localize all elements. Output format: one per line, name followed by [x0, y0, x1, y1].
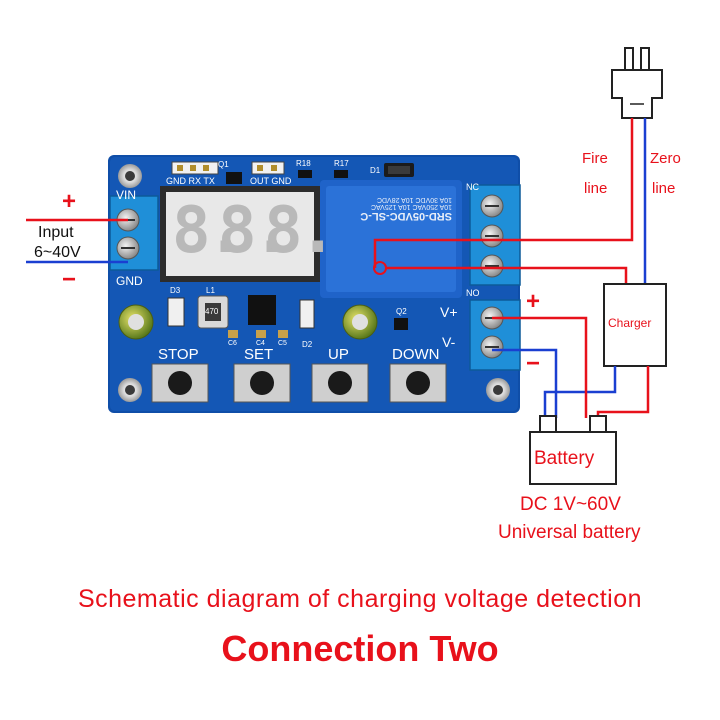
display-digit: 8. — [264, 194, 337, 268]
battery-icon — [529, 415, 617, 485]
output-plus-sign: + — [526, 288, 541, 315]
stop-switch — [151, 363, 209, 403]
input-plus-sign: + — [62, 188, 77, 215]
d2-label: D2 — [302, 340, 313, 349]
relay-model: SRD-05VDC-SL-C — [360, 210, 452, 222]
up-switch — [311, 363, 369, 403]
q1-label: Q1 — [218, 160, 229, 169]
output-minus-sign: − — [526, 350, 541, 377]
charger-negative-wire — [543, 366, 617, 418]
mains-plug-icon — [611, 47, 663, 119]
vplus-label: V+ — [440, 304, 458, 320]
set-switch — [233, 363, 291, 403]
relay-rating-2: 10A 30VDC 10A 28VDC — [376, 196, 452, 203]
zero-line-label-1: Zero — [650, 150, 681, 167]
battery-label: Battery — [534, 448, 595, 469]
set-button-label: SET — [244, 346, 274, 363]
display-digit: 8. — [218, 194, 291, 268]
input-minus-sign: − — [62, 266, 77, 293]
no-label: NO — [466, 288, 480, 298]
l1-label: L1 — [206, 286, 215, 295]
battery-spec-2: Universal battery — [498, 522, 641, 543]
caption-title: Schematic diagram of charging voltage de… — [77, 585, 643, 613]
terminal-block-relay — [469, 184, 521, 286]
relay-markings: SRD-05VDC-SL-C 10A 250VAC 10A 125VAC 10A… — [334, 196, 452, 222]
down-button-label: DOWN — [392, 346, 440, 363]
d1-label: D1 — [370, 166, 381, 175]
header-right-label: OUT GND — [250, 176, 292, 186]
terminal-block-output — [469, 299, 521, 371]
display-digit: 8. — [172, 194, 245, 268]
fire-line-label-2: line — [584, 180, 608, 197]
up-button-label: UP — [328, 346, 349, 363]
gnd-label: GND — [116, 274, 143, 288]
battery-spec-1: DC 1V~60V — [520, 494, 621, 515]
terminal-block-input — [109, 195, 159, 271]
input-range: 6~40V — [34, 244, 81, 261]
stop-button-label: STOP — [158, 346, 199, 363]
down-switch — [389, 363, 447, 403]
c5-label: C5 — [278, 340, 287, 347]
vminus-label: V- — [442, 334, 456, 350]
charger-box — [603, 283, 667, 367]
relay-to-charger-wire — [386, 266, 628, 284]
c6-label: C6 — [228, 340, 237, 347]
r18-label: R18 — [296, 159, 311, 168]
board-components — [118, 295, 408, 340]
header-pins — [171, 161, 414, 184]
d3-label: D3 — [170, 286, 181, 295]
seven-segment-display — [160, 186, 320, 282]
nc-label: NC — [466, 182, 479, 192]
header-left-label: GND RX TX — [166, 176, 215, 186]
zero-line-label-2: line — [652, 180, 676, 197]
charger-label: Charger — [608, 316, 652, 330]
caption-subtitle: Connection Two — [221, 628, 499, 669]
q2-label: Q2 — [396, 307, 407, 316]
v-minus-wire — [492, 348, 558, 418]
relay-rating-1: 10A 250VAC 10A 125VAC — [370, 203, 452, 210]
fire-line-label-1: Fire — [582, 150, 608, 167]
inductor-value: 470 — [205, 307, 219, 316]
r17-label: R17 — [334, 159, 349, 168]
v-plus-wire — [492, 316, 588, 418]
input-label: Input — [38, 224, 74, 241]
c4-label: C4 — [256, 340, 265, 347]
fire-line-wire — [373, 118, 634, 268]
vin-label: VIN — [116, 188, 137, 202]
